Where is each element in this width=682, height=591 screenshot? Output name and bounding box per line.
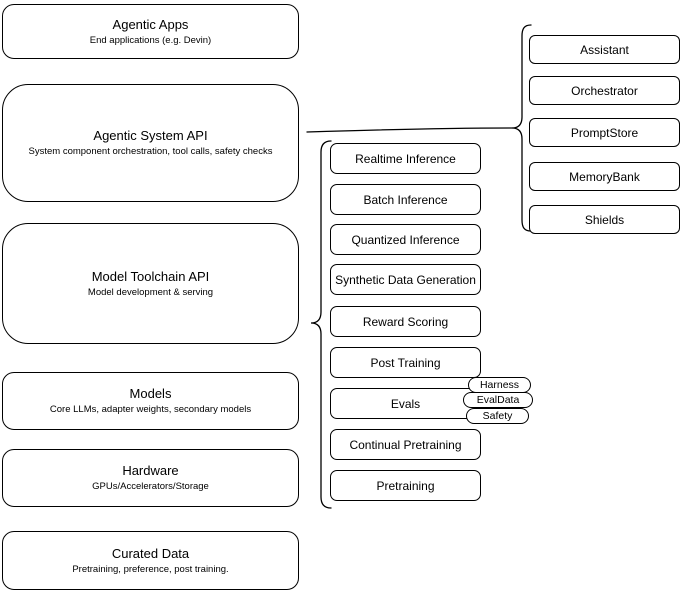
node-subtitle: System component orchestration, tool cal… (28, 146, 273, 157)
component-memorybank: MemoryBank (529, 162, 680, 191)
node-title: Model Toolchain API (91, 268, 210, 284)
toolchain-item-post-training: Post Training (330, 347, 481, 378)
node-curated-data: Curated Data Pretraining, preference, po… (2, 531, 299, 590)
eval-tag-label: EvalData (476, 394, 520, 406)
toolchain-item-label: Realtime Inference (355, 151, 456, 166)
node-subtitle: Pretraining, preference, post training. (72, 563, 229, 575)
node-models: Models Core LLMs, adapter weights, secon… (2, 372, 299, 430)
toolchain-item-label: Quantized Inference (351, 232, 460, 247)
node-subtitle: End applications (e.g. Devin) (89, 34, 212, 46)
eval-tag-label: Safety (482, 410, 513, 422)
toolchain-item-quantized-inference: Quantized Inference (330, 224, 481, 255)
system-api-to-components-connector (306, 127, 513, 133)
component-label: MemoryBank (569, 169, 640, 184)
toolchain-item-evals: Evals (330, 388, 481, 419)
toolchain-item-realtime-inference: Realtime Inference (330, 143, 481, 174)
component-orchestrator: Orchestrator (529, 76, 680, 105)
toolchain-item-continual-pretraining: Continual Pretraining (330, 429, 481, 460)
toolchain-item-label: Evals (390, 396, 421, 411)
eval-tag-evaldata: EvalData (463, 392, 533, 408)
eval-tag-safety: Safety (466, 408, 529, 424)
eval-tag-label: Harness (479, 379, 520, 391)
toolchain-item-label: Synthetic Data Generation (335, 272, 476, 287)
node-hardware: Hardware GPUs/Accelerators/Storage (2, 449, 299, 507)
component-label: PromptStore (570, 125, 639, 140)
node-agentic-apps: Agentic Apps End applications (e.g. Devi… (2, 4, 299, 59)
component-promptstore: PromptStore (529, 118, 680, 147)
toolchain-item-label: Post Training (370, 355, 441, 370)
toolchain-item-reward-scoring: Reward Scoring (330, 306, 481, 337)
toolchain-item-label: Reward Scoring (362, 314, 449, 329)
toolchain-item-label: Batch Inference (363, 192, 448, 207)
node-title: Hardware (122, 463, 179, 478)
node-agentic-system-api: Agentic System API System component orch… (2, 84, 299, 202)
component-assistant: Assistant (529, 35, 680, 64)
toolchain-item-synthetic-data-generation: Synthetic Data Generation (330, 264, 481, 295)
node-title: Agentic System API (93, 128, 208, 143)
node-subtitle: GPUs/Accelerators/Storage (92, 481, 209, 492)
node-title: Agentic Apps (112, 16, 189, 32)
toolchain-brace (310, 140, 332, 509)
component-label: Shields (584, 212, 625, 227)
node-model-toolchain-api: Model Toolchain API Model development & … (2, 223, 299, 344)
component-shields: Shields (529, 205, 680, 234)
node-subtitle: Core LLMs, adapter weights, secondary mo… (49, 404, 252, 415)
toolchain-item-label: Continual Pretraining (349, 437, 462, 452)
node-title: Curated Data (111, 545, 190, 561)
node-subtitle: Model development & serving (87, 286, 214, 298)
toolchain-item-label: Pretraining (376, 478, 435, 493)
eval-tag-harness: Harness (468, 377, 531, 393)
component-label: Orchestrator (571, 83, 638, 98)
component-label: Assistant (580, 42, 629, 57)
toolchain-item-pretraining: Pretraining (330, 470, 481, 501)
toolchain-item-batch-inference: Batch Inference (330, 184, 481, 215)
node-title: Models (129, 386, 172, 401)
